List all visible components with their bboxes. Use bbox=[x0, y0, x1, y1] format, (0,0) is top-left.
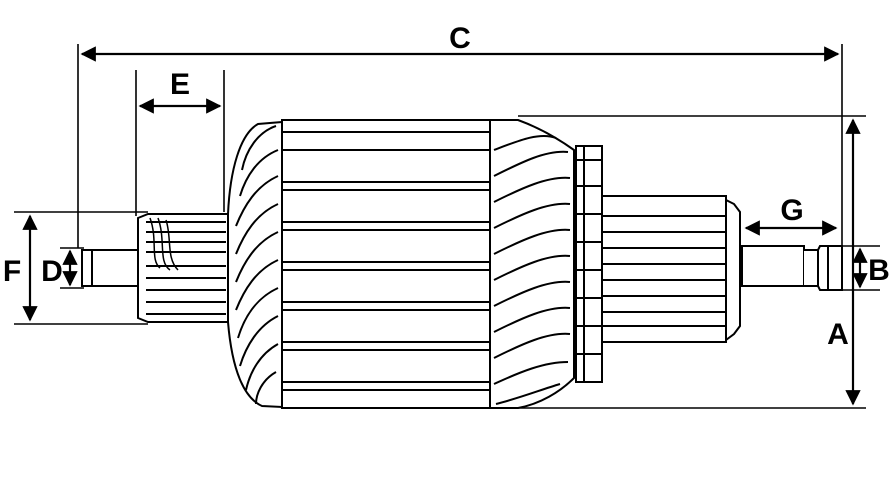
pinion-gear bbox=[137, 213, 229, 323]
commutator bbox=[601, 195, 741, 343]
left-shaft bbox=[81, 249, 141, 287]
armature-core bbox=[281, 119, 491, 409]
dimension-c-label: C bbox=[449, 22, 471, 55]
dimension-d-label: D bbox=[41, 255, 63, 288]
dimension-a-label: A bbox=[827, 318, 849, 351]
right-shaft bbox=[741, 245, 843, 291]
dimension-labels: C E G F D B A bbox=[3, 22, 890, 351]
right-end-winding bbox=[489, 119, 575, 409]
dimension-e-label: E bbox=[170, 68, 190, 101]
left-end-winding bbox=[227, 120, 283, 409]
dimension-arrows bbox=[22, 46, 868, 406]
dimension-b-label: B bbox=[868, 254, 890, 287]
dimension-g-label: G bbox=[780, 194, 803, 227]
commutator-riser bbox=[575, 145, 603, 383]
extension-lines bbox=[14, 44, 880, 409]
dimension-f-label: F bbox=[3, 255, 21, 288]
